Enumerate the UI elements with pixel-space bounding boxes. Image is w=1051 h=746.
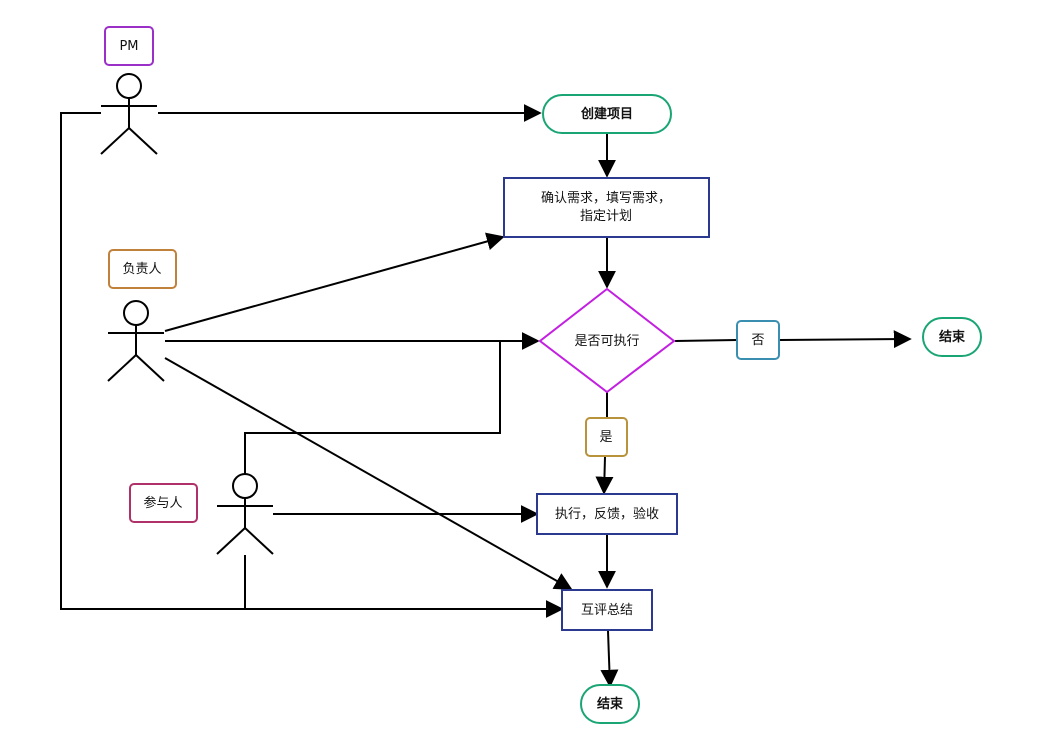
stick-figure-pm-icon: [100, 73, 158, 155]
edge-label-yes-text: 是: [599, 430, 612, 445]
node-decision-label: 是否可执行: [574, 334, 639, 349]
node-start: 创建项目: [542, 94, 672, 134]
node-confirm-label-line2: 指定计划: [580, 209, 632, 224]
edge-yes-to-execute: [595, 456, 614, 495]
edge-owner-to-review: [164, 357, 573, 590]
node-start-label: 创建项目: [580, 106, 633, 122]
role-label-participant-box: [129, 483, 198, 523]
role-label-pm-box: [104, 26, 154, 66]
node-execute: 执行，反馈，验收: [536, 493, 678, 535]
node-end-right: 结束: [922, 317, 982, 357]
edge-review-to-end: [600, 630, 619, 688]
node-end-bottom-label: 结束: [597, 696, 624, 712]
edge-participant-to-decision: [244, 341, 501, 474]
actor-pm: PM: [100, 26, 158, 155]
node-execute-label: 执行，反馈，验收: [555, 506, 659, 522]
edge-label-no: 否: [736, 320, 780, 360]
role-label-owner-box: [108, 249, 177, 289]
node-confirm-label-line1: 确认需求，填写需求，: [541, 191, 671, 206]
edge-pm-to-review: [60, 112, 564, 618]
node-review-label: 互评总结: [581, 603, 633, 618]
node-end-bottom: 结束: [580, 684, 640, 724]
role-label-pm: PM: [119, 39, 138, 54]
actor-owner: 负责人: [107, 249, 177, 382]
edge-no-to-end: [779, 330, 912, 349]
role-label-participant: 参与人: [143, 495, 182, 511]
stick-figure-participant-icon: [216, 473, 274, 555]
edge-label-no-text: 否: [751, 333, 764, 348]
node-end-right-label: 结束: [939, 329, 966, 345]
role-label-owner: 负责人: [122, 262, 161, 277]
edge-label-yes: 是: [585, 417, 628, 457]
stick-figure-owner-icon: [107, 300, 165, 382]
edge-owner-to-confirm: [164, 232, 505, 332]
node-review: 互评总结: [561, 589, 653, 631]
node-confirm-requirements: 确认需求，填写需求， 指定计划: [503, 177, 710, 238]
actor-participant: 参与人: [129, 473, 274, 555]
edge-decision-to-no: [674, 339, 738, 342]
connectors: [60, 104, 912, 688]
node-decision: 是否可执行: [538, 287, 676, 394]
